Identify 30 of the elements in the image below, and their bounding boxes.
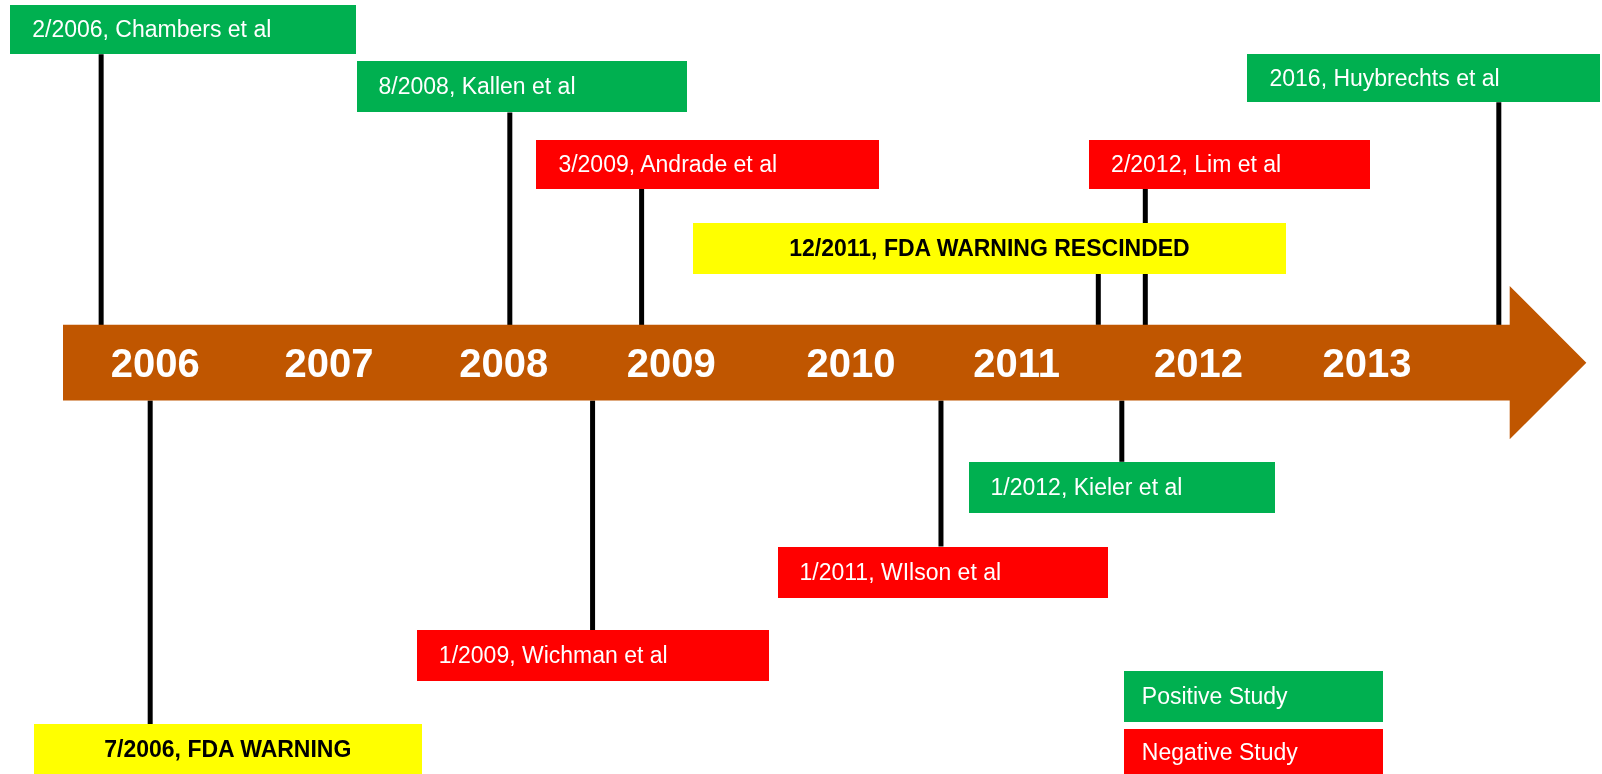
study-box: 1/2011, WIlson et al bbox=[777, 546, 1108, 598]
year-label: 2010 bbox=[806, 342, 896, 383]
study-box: 2016, Huybrechts et al bbox=[1247, 54, 1600, 103]
legend-swatch: Positive Study bbox=[1123, 671, 1384, 723]
year-label: 2006 bbox=[110, 342, 200, 383]
year-label: 2007 bbox=[284, 342, 374, 383]
year-label: 2011 bbox=[973, 342, 1060, 383]
year-label: 2012 bbox=[1153, 342, 1243, 383]
timeline-arrow bbox=[63, 286, 1587, 440]
leader-line bbox=[590, 400, 596, 631]
study-box: 2/2012, Lim et al bbox=[1089, 139, 1371, 189]
leader-line bbox=[147, 400, 153, 725]
leader-line bbox=[507, 112, 513, 325]
leader-line bbox=[1119, 400, 1125, 462]
study-box: 2/2006, Chambers et al bbox=[10, 5, 356, 55]
study-box: 8/2008, Kallen et al bbox=[356, 61, 687, 113]
leader-line bbox=[1496, 102, 1502, 325]
study-box: 1/2009, Wichman et al bbox=[416, 630, 770, 682]
year-label: 2013 bbox=[1322, 342, 1412, 383]
year-label: 2009 bbox=[626, 342, 716, 383]
year-label: 2008 bbox=[459, 342, 549, 383]
leader-line bbox=[639, 189, 645, 325]
event-box: 12/2011, FDA WARNING RESCINDED bbox=[692, 222, 1287, 274]
leader-line bbox=[1095, 273, 1101, 325]
event-box: 7/2006, FDA WARNING bbox=[33, 724, 422, 774]
leader-line bbox=[98, 54, 104, 325]
study-box: 3/2009, Andrade et al bbox=[536, 139, 879, 189]
legend-swatch: Negative Study bbox=[1123, 729, 1384, 774]
study-box: 1/2012, Kieler et al bbox=[968, 461, 1276, 513]
leader-line bbox=[938, 400, 944, 547]
